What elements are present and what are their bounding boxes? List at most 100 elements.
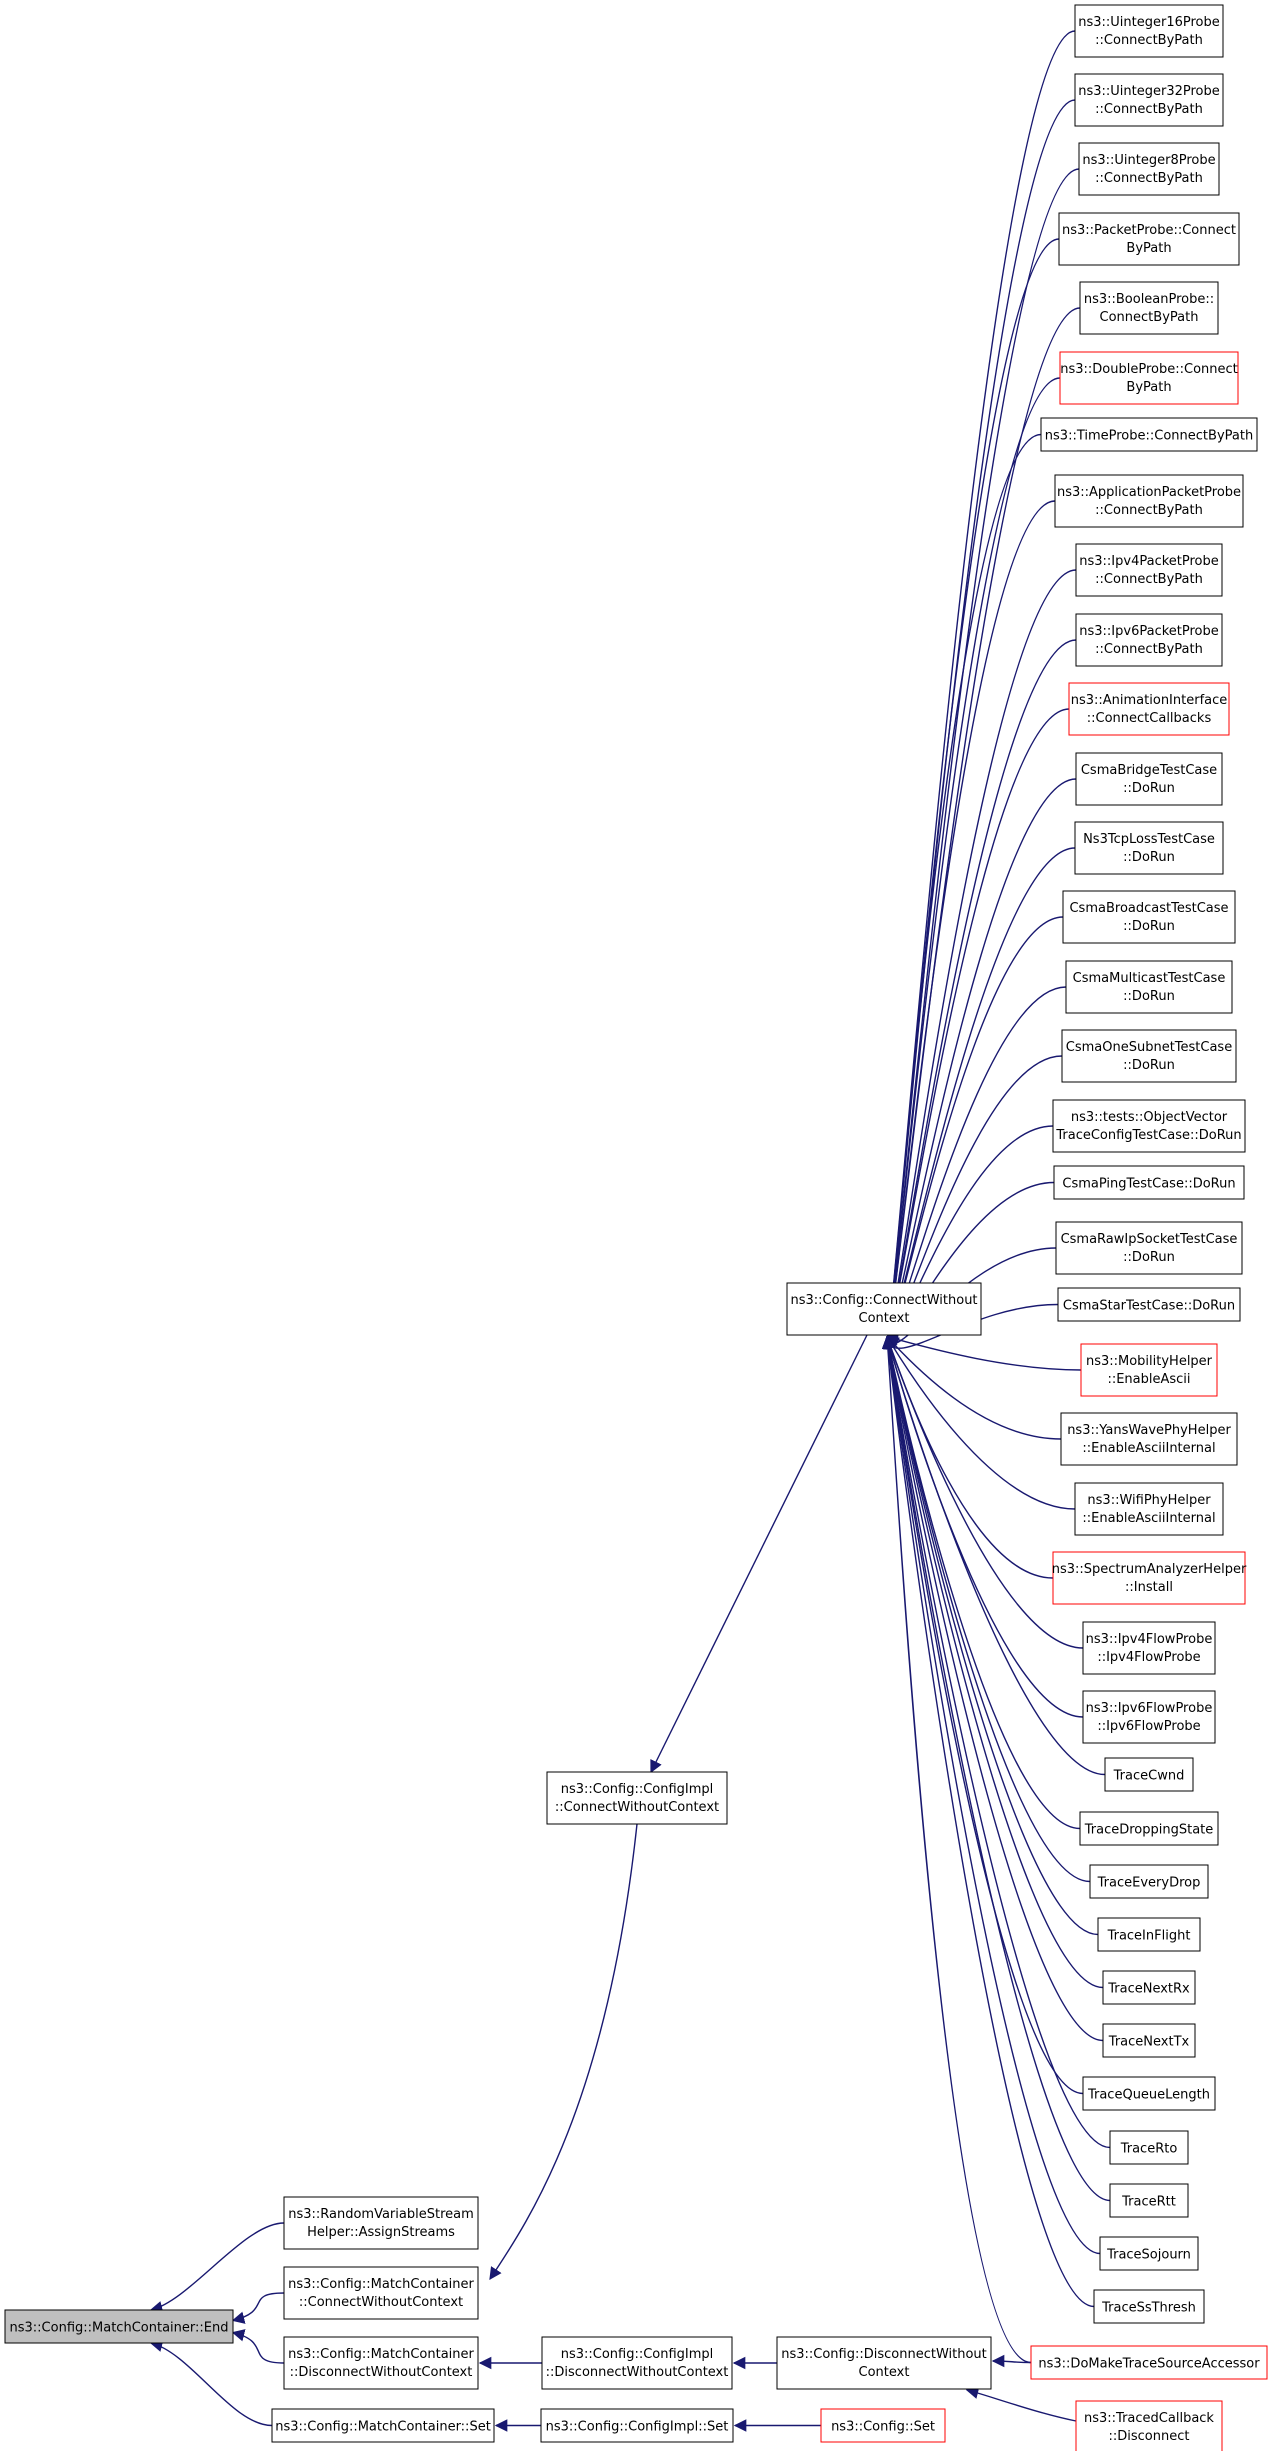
node-box[interactable] [1079, 1811, 1219, 1846]
node-box[interactable] [283, 2196, 479, 2250]
node-box[interactable] [1068, 682, 1230, 736]
node-box[interactable] [1053, 1165, 1245, 1200]
node-box[interactable] [786, 1282, 982, 1336]
node-box[interactable] [1109, 2130, 1189, 2165]
node-tnrx[interactable]: TraceNextRx [1102, 1970, 1196, 2005]
node-bool[interactable]: ns3::BooleanProbe::ConnectByPath [1079, 281, 1219, 335]
node-box[interactable] [1058, 212, 1240, 266]
node-box[interactable] [1102, 1970, 1196, 2005]
node-c_set[interactable]: ns3::Config::Set [820, 2408, 946, 2443]
node-box[interactable] [283, 2266, 479, 2320]
node-tevery[interactable]: TraceEveryDrop [1089, 1864, 1209, 1899]
node-box[interactable] [1074, 4, 1224, 58]
node-tql[interactable]: TraceQueueLength [1082, 2076, 1216, 2111]
node-box[interactable] [1061, 1029, 1237, 1083]
node-box[interactable] [1052, 1551, 1246, 1605]
node-ip6p[interactable]: ns3::Ipv6PacketProbe::ConnectByPath [1075, 613, 1223, 667]
node-box[interactable] [271, 2408, 495, 2443]
node-box[interactable] [1080, 1343, 1218, 1397]
node-box[interactable] [1109, 2183, 1189, 2218]
node-c_dwc[interactable]: ns3::Config::DisconnectWithoutContext [776, 2336, 992, 2390]
node-tsoj[interactable]: TraceSojourn [1099, 2236, 1199, 2271]
node-box[interactable] [1075, 613, 1223, 667]
node-box[interactable] [1059, 351, 1239, 405]
node-dmake[interactable]: ns3::DoMakeTraceSourceAccessor [1030, 2345, 1268, 2380]
node-box[interactable] [1074, 1482, 1224, 1536]
node-box[interactable] [1104, 1757, 1194, 1792]
node-app[interactable]: ns3::ApplicationPacketProbe::ConnectByPa… [1054, 474, 1244, 528]
node-box[interactable] [1074, 73, 1224, 127]
node-rvs[interactable]: ns3::RandomVariableStreamHelper::AssignS… [283, 2196, 479, 2250]
node-box[interactable] [1057, 1287, 1241, 1322]
node-csstar[interactable]: CsmaStarTestCase::DoRun [1057, 1287, 1241, 1322]
node-box[interactable] [1062, 890, 1236, 944]
node-box[interactable] [1040, 417, 1258, 452]
node-objv[interactable]: ns3::tests::ObjectVectorTraceConfigTestC… [1052, 1099, 1246, 1153]
node-box[interactable] [1065, 960, 1233, 1014]
node-box[interactable] [4, 2309, 234, 2344]
node-box[interactable] [1082, 2076, 1216, 2111]
node-box[interactable] [1079, 281, 1219, 335]
node-box[interactable] [1102, 2023, 1196, 2058]
node-ns3tcp[interactable]: Ns3TcpLossTestCase::DoRun [1074, 821, 1224, 875]
node-ip4f[interactable]: ns3::Ipv4FlowProbe::Ipv4FlowProbe [1082, 1621, 1216, 1675]
node-wifi[interactable]: ns3::WifiPhyHelper::EnableAsciiInternal [1074, 1482, 1224, 1536]
node-box[interactable] [1097, 1917, 1201, 1952]
node-ci_dwc[interactable]: ns3::Config::ConfigImpl::DisconnectWitho… [541, 2336, 733, 2390]
node-box[interactable] [1055, 1221, 1243, 1275]
node-csmc[interactable]: CsmaMulticastTestCase::DoRun [1065, 960, 1233, 1014]
node-mc_dwc[interactable]: ns3::Config::MatchContainer::DisconnectW… [283, 2336, 479, 2390]
node-mc_cwc[interactable]: ns3::Config::MatchContainer::ConnectWith… [283, 2266, 479, 2320]
node-box[interactable] [1075, 752, 1223, 806]
node-anim[interactable]: ns3::AnimationInterface::ConnectCallback… [1068, 682, 1230, 736]
node-box[interactable] [283, 2336, 479, 2390]
node-box[interactable] [1060, 1412, 1238, 1466]
node-dbl[interactable]: ns3::DoubleProbe::ConnectByPath [1059, 351, 1239, 405]
node-u32[interactable]: ns3::Uinteger32Probe::ConnectByPath [1074, 73, 1224, 127]
node-box[interactable] [1052, 1099, 1246, 1153]
node-tss[interactable]: TraceSsThresh [1093, 2289, 1205, 2324]
node-box[interactable] [1030, 2345, 1268, 2380]
node-box[interactable] [1074, 821, 1224, 875]
node-box[interactable] [820, 2408, 946, 2443]
node-yans[interactable]: ns3::YansWavePhyHelper::EnableAsciiInter… [1060, 1412, 1238, 1466]
node-ci_cwc[interactable]: ns3::Config::ConfigImpl::ConnectWithoutC… [546, 1771, 728, 1825]
node-box[interactable] [1054, 474, 1244, 528]
node-time[interactable]: ns3::TimeProbe::ConnectByPath [1040, 417, 1258, 452]
node-spec[interactable]: ns3::SpectrumAnalyzerHelper::Install [1052, 1551, 1247, 1605]
node-csos[interactable]: CsmaOneSubnetTestCase::DoRun [1061, 1029, 1237, 1083]
node-tdrop[interactable]: TraceDroppingState [1079, 1811, 1219, 1846]
node-ip4p[interactable]: ns3::Ipv4PacketProbe::ConnectByPath [1075, 543, 1223, 597]
node-box[interactable] [1089, 1864, 1209, 1899]
node-tcwnd[interactable]: TraceCwnd [1104, 1757, 1194, 1792]
node-ip6f[interactable]: ns3::Ipv6FlowProbe::Ipv6FlowProbe [1082, 1690, 1216, 1744]
node-trto[interactable]: TraceRto [1109, 2130, 1189, 2165]
node-end[interactable]: ns3::Config::MatchContainer::End [4, 2309, 234, 2344]
node-box[interactable] [1093, 2289, 1205, 2324]
node-box[interactable] [1075, 543, 1223, 597]
node-ci_set[interactable]: ns3::Config::ConfigImpl::Set [540, 2408, 734, 2443]
node-csping[interactable]: CsmaPingTestCase::DoRun [1053, 1165, 1245, 1200]
node-box[interactable] [546, 1771, 728, 1825]
node-box[interactable] [541, 2336, 733, 2390]
node-mob[interactable]: ns3::MobilityHelper::EnableAscii [1080, 1343, 1218, 1397]
node-csraw[interactable]: CsmaRawIpSocketTestCase::DoRun [1055, 1221, 1243, 1275]
node-u8[interactable]: ns3::Uinteger8Probe::ConnectByPath [1078, 142, 1220, 196]
node-csbc[interactable]: CsmaBroadcastTestCase::DoRun [1062, 890, 1236, 944]
node-csbr[interactable]: CsmaBridgeTestCase::DoRun [1075, 752, 1223, 806]
node-c_cwc[interactable]: ns3::Config::ConnectWithoutContext [786, 1282, 982, 1336]
node-mc_set[interactable]: ns3::Config::MatchContainer::Set [271, 2408, 495, 2443]
node-box[interactable] [1075, 2400, 1223, 2451]
node-box[interactable] [1078, 142, 1220, 196]
node-trtt[interactable]: TraceRtt [1109, 2183, 1189, 2218]
node-tinf[interactable]: TraceInFlight [1097, 1917, 1201, 1952]
node-u16[interactable]: ns3::Uinteger16Probe::ConnectByPath [1074, 4, 1224, 58]
node-box[interactable] [1099, 2236, 1199, 2271]
node-tntx[interactable]: TraceNextTx [1102, 2023, 1196, 2058]
node-pkt[interactable]: ns3::PacketProbe::ConnectByPath [1058, 212, 1240, 266]
node-box[interactable] [1082, 1621, 1216, 1675]
node-box[interactable] [540, 2408, 734, 2443]
node-box[interactable] [776, 2336, 992, 2390]
node-box[interactable] [1082, 1690, 1216, 1744]
node-tcb[interactable]: ns3::TracedCallback::Disconnect [1075, 2400, 1223, 2451]
